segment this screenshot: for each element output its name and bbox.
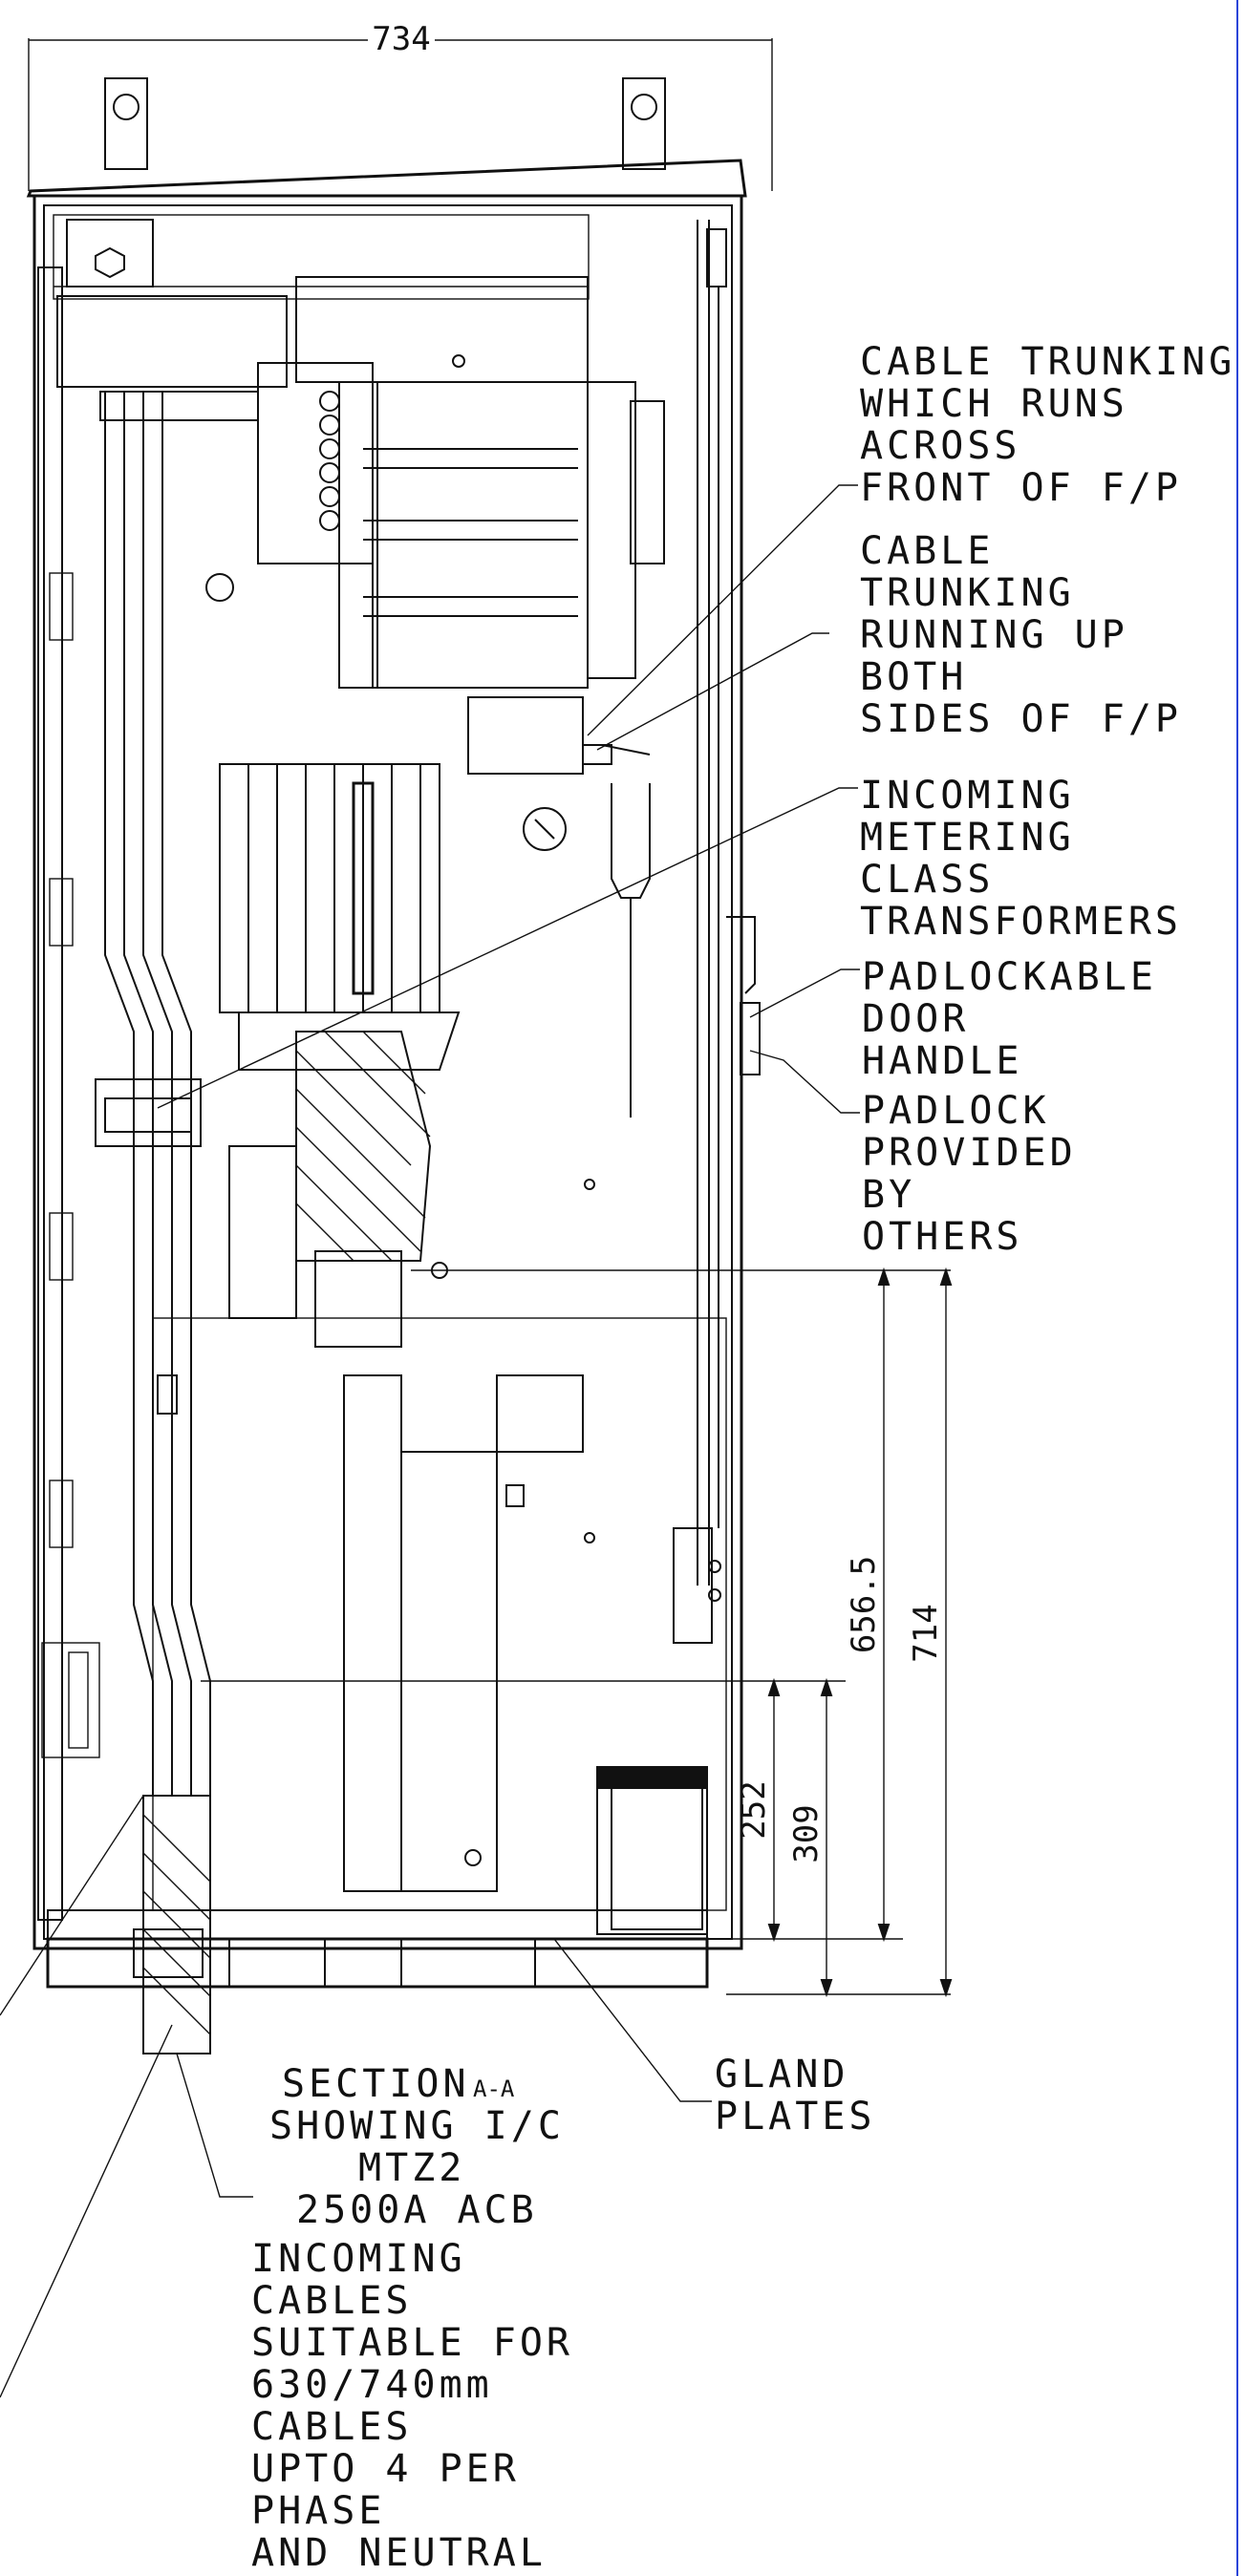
svg-text:BOTH: BOTH: [860, 655, 967, 699]
svg-text:ACROSS: ACROSS: [860, 424, 1021, 468]
svg-text:TRUNKING: TRUNKING: [860, 571, 1075, 615]
svg-text:CABLES: CABLES: [251, 2405, 413, 2449]
section-title: SECTION A-A SHOWING I/C MTZ2 2500A ACB: [269, 2062, 565, 2232]
svg-text:INCOMING: INCOMING: [860, 774, 1075, 818]
note-cable-trunking-sides: CABLE TRUNKING RUNNING UP BOTH SIDES OF …: [860, 529, 1182, 741]
svg-text:RUNNING UP: RUNNING UP: [860, 613, 1128, 657]
svg-text:PLATES: PLATES: [715, 2095, 876, 2139]
width-dimension: 734: [28, 20, 773, 191]
note-door-handle: PADLOCKABLE DOOR HANDLE: [862, 955, 1157, 1083]
svg-text:OTHERS: OTHERS: [862, 1215, 1023, 1259]
svg-text:2500A ACB: 2500A ACB: [296, 2188, 538, 2232]
acb-breaker: [205, 276, 665, 689]
section-title-suffix: A-A: [473, 2076, 515, 2102]
metering-fuse: [523, 783, 651, 1118]
panel-enclosure: [26, 159, 747, 1950]
svg-text:CLASS: CLASS: [860, 858, 994, 902]
vertical-dimensions: 656.5 714 252 309: [201, 1267, 953, 1998]
svg-text:FRONT OF F/P: FRONT OF F/P: [860, 466, 1182, 510]
metering-transformers: [219, 763, 461, 1071]
svg-text:630/740mm: 630/740mm: [251, 2363, 493, 2407]
note-incoming-cables: INCOMING CABLES SUITABLE FOR 630/740mm C…: [251, 2237, 573, 2575]
svg-text:WHICH RUNS: WHICH RUNS: [860, 382, 1128, 426]
gland-box: [596, 1766, 708, 1935]
lifting-eyes: [104, 77, 666, 170]
svg-text:PADLOCKABLE: PADLOCKABLE: [862, 955, 1157, 999]
svg-text:SUITABLE FOR: SUITABLE FOR: [251, 2321, 573, 2365]
cable-trunking: [467, 696, 651, 775]
svg-text:METERING: METERING: [860, 816, 1075, 860]
svg-text:PROVIDED: PROVIDED: [862, 1131, 1077, 1175]
svg-text:INCOMING: INCOMING: [251, 2237, 466, 2281]
connection-block: [228, 1031, 432, 1348]
note-metering-transformers: INCOMING METERING CLASS TRANSFORMERS: [860, 774, 1182, 944]
svg-text:CABLE TRUNKING: CABLE TRUNKING: [860, 340, 1235, 384]
top-bracket: [56, 219, 288, 388]
busbars: [95, 391, 259, 1796]
svg-text:DOOR: DOOR: [862, 997, 969, 1041]
svg-text:CABLE: CABLE: [860, 529, 994, 573]
svg-text:SIDES OF F/P: SIDES OF F/P: [860, 697, 1182, 741]
svg-text:BY: BY: [862, 1173, 915, 1217]
dimension-656-5: 656.5: [845, 1556, 883, 1653]
svg-text:PADLOCK: PADLOCK: [862, 1089, 1050, 1133]
dimension-714: 714: [907, 1604, 945, 1662]
dimension-252: 252: [735, 1780, 773, 1839]
svg-text:UPTO 4 PER: UPTO 4 PER: [251, 2447, 520, 2491]
svg-text:CABLES: CABLES: [251, 2279, 413, 2323]
section-title-line1: SECTION: [282, 2062, 470, 2106]
svg-text:MTZ2: MTZ2: [358, 2146, 465, 2190]
note-gland-plates: GLAND PLATES: [715, 2053, 876, 2139]
svg-text:HANDLE: HANDLE: [862, 1039, 1023, 1083]
svg-text:TRANSFORMERS: TRANSFORMERS: [860, 900, 1182, 944]
svg-text:SHOWING I/C: SHOWING I/C: [269, 2104, 565, 2148]
svg-text:PHASE: PHASE: [251, 2489, 385, 2533]
note-padlock: PADLOCK PROVIDED BY OTHERS: [862, 1089, 1077, 1259]
door-and-handle: [673, 220, 761, 1644]
lower-interior: [152, 1179, 727, 1911]
width-dimension-value: 734: [372, 20, 430, 58]
svg-text:AND NEUTRAL: AND NEUTRAL: [251, 2531, 547, 2575]
incoming-cable-stub: [133, 1795, 211, 2054]
leader-lines: [0, 484, 860, 2398]
dimension-309: 309: [787, 1804, 826, 1863]
note-cable-trunking-front: CABLE TRUNKING WHICH RUNS ACROSS FRONT O…: [860, 340, 1235, 510]
svg-text:GLAND: GLAND: [715, 2053, 848, 2097]
